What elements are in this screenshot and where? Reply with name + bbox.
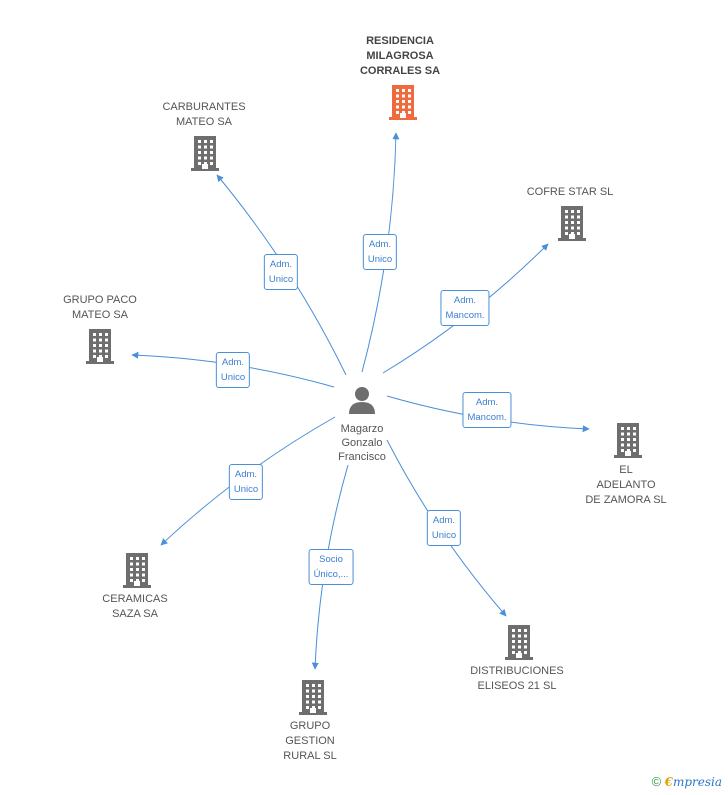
footer-brand: © €mpresia <box>652 774 722 789</box>
building-icon[interactable] <box>614 422 642 458</box>
company-label-residencia[interactable]: RESIDENCIA MILAGROSA CORRALES SA <box>359 35 441 77</box>
building-icon[interactable] <box>123 552 151 588</box>
role-badge-distribuciones[interactable]: Adm. Unico <box>426 510 462 546</box>
company-label-grupopaco[interactable]: GRUPO PACO MATEO SA <box>63 294 137 321</box>
company-label-adelanto[interactable]: EL ADELANTO DE ZAMORA SL <box>585 464 667 506</box>
company-label-cofre[interactable]: COFRE STAR SL <box>526 186 614 198</box>
role-badge-carburantes[interactable]: Adm. Unico <box>263 254 299 290</box>
building-icon[interactable] <box>86 328 114 364</box>
building-icon[interactable] <box>191 135 219 171</box>
building-icon[interactable] <box>299 679 327 715</box>
company-label-ceramicas[interactable]: CERAMICAS SAZA SA <box>102 593 168 620</box>
role-badge-cofre[interactable]: Adm. Mancom. <box>440 290 490 326</box>
company-label-carburantes[interactable]: CARBURANTES MATEO SA <box>162 101 246 128</box>
company-label-distribuciones[interactable]: DISTRIBUCIONES ELISEOS 21 SL <box>470 665 564 692</box>
role-badge-gestion[interactable]: Socio Único,... <box>308 549 354 585</box>
company-label-gestion[interactable]: GRUPO GESTION RURAL SL <box>283 720 337 762</box>
role-badge-adelanto[interactable]: Adm. Mancom. <box>462 392 512 428</box>
person-name[interactable]: Magarzo Gonzalo Francisco <box>338 423 386 463</box>
role-badge-grupopaco[interactable]: Adm. Unico <box>215 352 251 388</box>
building-icon[interactable] <box>558 205 586 241</box>
role-badge-residencia[interactable]: Adm. Unico <box>362 234 398 270</box>
brand-logo: €mpresia <box>664 775 722 789</box>
copyright-symbol: © <box>651 774 662 789</box>
building-icon[interactable] <box>389 84 417 120</box>
role-badge-ceramicas[interactable]: Adm. Unico <box>228 464 264 500</box>
building-icon[interactable] <box>505 624 533 660</box>
person-icon[interactable] <box>347 385 377 415</box>
